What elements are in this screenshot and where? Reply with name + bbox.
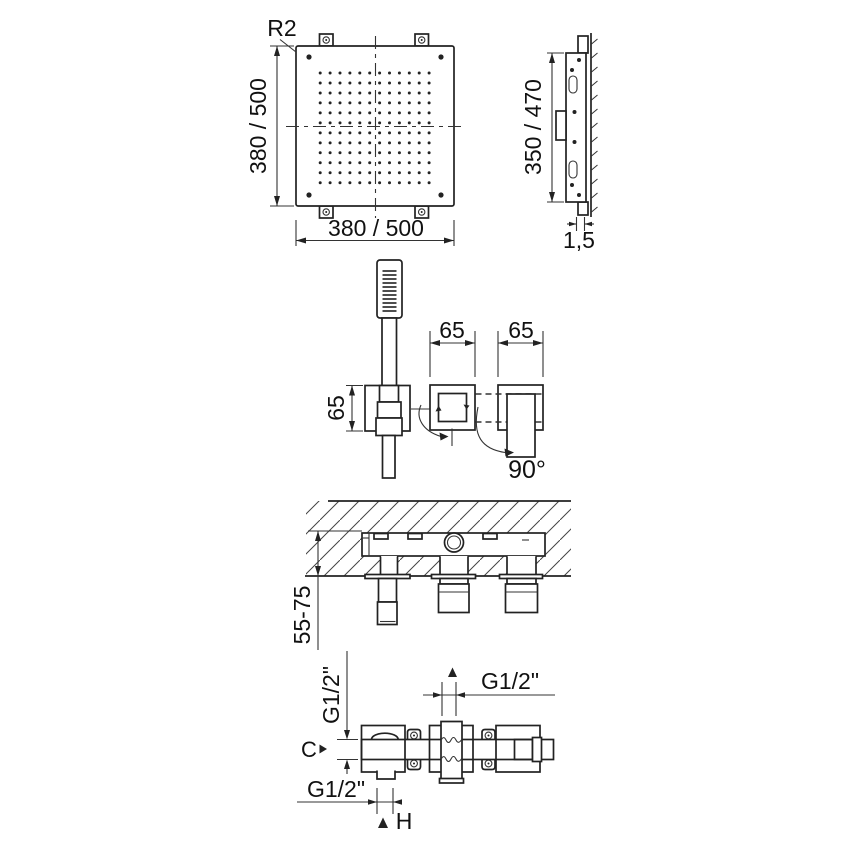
side-mounting-tab — [577, 35, 589, 54]
hand-shower-spray-face — [382, 270, 397, 312]
right-span-dimension: 65 — [508, 317, 534, 343]
shower-plate-side-view: 350 / 470 1,5 — [520, 33, 598, 253]
hand-shower-and-mixer-front-view: 65 90° 65 65 — [323, 259, 546, 484]
cold-arrow-icon — [319, 744, 327, 754]
hot-flow-icon — [378, 817, 388, 828]
recessed-housing-profile — [555, 110, 567, 141]
wall-section-view: 55-75 — [289, 500, 571, 650]
nozzle-grid — [318, 71, 431, 185]
left-span-dimension: 65 — [439, 317, 465, 343]
side-mounting-tab — [577, 201, 589, 216]
hand-shower-handle — [381, 317, 398, 387]
hose-nut — [375, 417, 403, 437]
center-thread-dimension: G1/2" — [481, 668, 539, 694]
mixer-plan-view: G1/2" C G1/2" G1/2" H — [297, 651, 555, 834]
rotation-arrow-right — [475, 406, 506, 454]
hand-shower-hose — [381, 434, 396, 479]
corner-radius-label: R2 — [267, 15, 296, 41]
spout — [506, 393, 536, 458]
mounting-slot — [568, 160, 578, 179]
center-threaded-port — [440, 720, 463, 779]
mixer-valve-plate — [429, 384, 476, 431]
mounting-slot — [568, 75, 578, 94]
mixer-valve-handle — [437, 392, 468, 423]
flow-direction-icon — [448, 667, 457, 677]
rotation-angle-label: 90° — [508, 456, 546, 484]
hot-water-marker: H — [396, 808, 413, 834]
recess-depth-dimension: 55-75 — [289, 586, 315, 645]
shower-plate-top-view: R2 380 / 500 380 / 500 — [245, 15, 464, 246]
spout-connector — [513, 738, 534, 761]
spout-end-cap — [531, 736, 543, 763]
bottom-thread-dimension: G1/2" — [307, 776, 365, 802]
hand-shower-outlet — [377, 577, 398, 603]
cold-water-marker: C — [301, 737, 317, 762]
thickness-dimension: 1,5 — [563, 227, 595, 253]
wall-hatch-ticks — [591, 38, 598, 213]
bracket-size-dimension: 65 — [323, 395, 349, 421]
plate-profile — [565, 52, 587, 203]
plate-height-dimension: 380 / 500 — [245, 78, 271, 174]
port-dome — [370, 732, 400, 740]
hand-shower-head — [376, 259, 403, 319]
side-height-dimension: 350 / 470 — [520, 79, 546, 175]
side-thread-dimension: G1/2" — [318, 666, 344, 724]
rotation-arrow-left — [418, 404, 442, 438]
bottom-thread-tab — [376, 770, 396, 780]
plate-width-dimension: 380 / 500 — [328, 215, 424, 241]
